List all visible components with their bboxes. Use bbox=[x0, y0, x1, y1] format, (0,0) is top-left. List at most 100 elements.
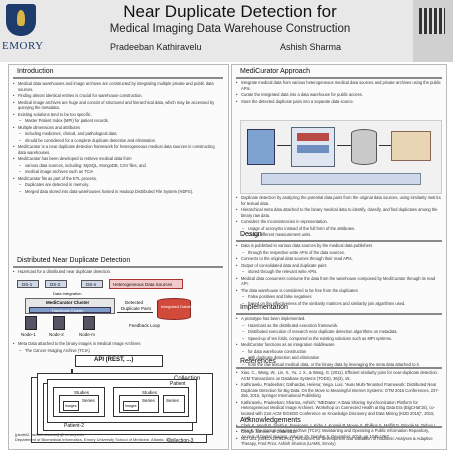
api-box: API (REST, ...) bbox=[75, 355, 163, 367]
list-item: Output of consolidated data and duplicat… bbox=[236, 263, 442, 269]
node-label: Node-2 bbox=[49, 332, 64, 337]
list-item: NCI U01 [U01CA187013-01], Resources for … bbox=[236, 436, 442, 447]
list-item: through the respective write APIs of the… bbox=[236, 250, 442, 256]
list-item: for data warehouse construction bbox=[236, 349, 442, 355]
node-label: Node-m bbox=[79, 332, 96, 337]
author-1: Pradeeban Kathiravelu bbox=[110, 42, 202, 52]
integrated-database-icon: Integrated Database bbox=[157, 298, 197, 320]
poster-subtitle: Medical Imaging Data Warehouse Construct… bbox=[109, 23, 351, 35]
list-item: stored through the relevant write APIs. bbox=[236, 269, 442, 275]
left-column: Introduction Medical data warehouses and… bbox=[8, 64, 229, 450]
list-item: based on the effectiveness of the simila… bbox=[236, 301, 442, 307]
list-item: Store the detected duplicate pairs into … bbox=[236, 99, 442, 105]
list-item: The Cancer Imaging Archive (TCIA) bbox=[13, 348, 223, 354]
list-item: Meta Data attached to the binary images … bbox=[13, 341, 223, 347]
list-item: Multiple dimensions and attributes bbox=[13, 125, 223, 131]
medicurator-cluster-box: MediCurator Cluster Hazelcast Cluster bbox=[25, 298, 115, 314]
list-item: Duplicates are detected in memory. bbox=[13, 182, 223, 188]
arrow-line bbox=[379, 145, 391, 146]
list-item: Medical image archives are huge and cons… bbox=[13, 100, 223, 111]
arrow-line bbox=[337, 145, 351, 146]
list-item: MediCurator is a near duplicate detectio… bbox=[13, 144, 223, 155]
server-node-icon bbox=[53, 316, 65, 330]
hazelcast-cluster-box: Hazelcast Cluster bbox=[29, 307, 111, 313]
list-item: Integrate medical data from various hete… bbox=[236, 80, 442, 91]
list-item: The data warehouse is considered to be f… bbox=[236, 288, 442, 294]
section-title-implementation: Implementation bbox=[240, 304, 288, 311]
list-item: Google Summer of Code 2015 bbox=[236, 429, 442, 435]
list-item: from the raw textual medical data, or th… bbox=[236, 362, 442, 368]
feedback-loop-label: Feedback Loop bbox=[129, 323, 161, 328]
list-item: should be considered for a complete dupl… bbox=[13, 138, 223, 144]
detected-label: Detected bbox=[125, 300, 144, 305]
heterogeneous-sources-label: Heterogeneous Data Sources bbox=[109, 279, 183, 289]
collection-3-label: Collection-3 bbox=[167, 438, 194, 444]
contact-email: {pkathi2, ashish.sharma} @ emory.edu bbox=[15, 432, 84, 437]
list-item: Speed-up of ten folds, compared to the e… bbox=[236, 336, 442, 342]
images-box: Images bbox=[123, 401, 139, 411]
section-rule bbox=[13, 77, 223, 79]
series-box: Series bbox=[163, 395, 185, 413]
implementation-list: A prototype has been implemented.Hazelca… bbox=[236, 316, 442, 368]
list-item: medical image archives such as TCIA bbox=[13, 169, 223, 175]
section-rule bbox=[236, 240, 442, 242]
list-item: Existing solutions tend to be too specif… bbox=[13, 112, 223, 118]
section-title-distributed: Distributed Near Duplicate Detection bbox=[17, 257, 131, 264]
list-item: MediCurator functions as an integration … bbox=[236, 342, 442, 348]
list-item: Hierarchical meta data attached to the b… bbox=[236, 207, 442, 218]
acknowledgements-list: Google Summer of Code 2015NCI U01 [U01CA… bbox=[236, 429, 442, 448]
list-item: Xiao, C., Wang, W., Lin, X., Yu, J. X., … bbox=[236, 370, 442, 381]
section-title-references: References bbox=[240, 358, 276, 365]
list-item: Medical data consumers consume the data … bbox=[236, 276, 442, 287]
contact-info: {pkathi2, ashish.sharma} @ emory.edu Dep… bbox=[15, 432, 225, 442]
list-item: Usage of acronyms instead of the full fo… bbox=[236, 226, 442, 232]
section-rule bbox=[13, 266, 223, 268]
contact-department: Department of Biomedical Informatics, Em… bbox=[15, 437, 173, 443]
list-item: Considers the inconsistencies in represe… bbox=[236, 219, 442, 225]
list-item: False positives and false negatives bbox=[236, 294, 442, 300]
section-rule bbox=[236, 77, 442, 79]
list-item: Master Patient Index (MPI) for patient r… bbox=[13, 118, 223, 124]
list-item: Using different measurement units. bbox=[236, 232, 442, 238]
images-box: Images bbox=[63, 401, 79, 411]
list-item: including medicines, clinical, and patho… bbox=[13, 131, 223, 137]
data-source-box: DS-n bbox=[81, 280, 103, 288]
distributed-list: Hazelcast for a distributed near duplica… bbox=[13, 269, 223, 276]
emory-shield-logo bbox=[6, 4, 36, 36]
author-2: Ashish Sharma bbox=[280, 42, 342, 52]
section-rule bbox=[236, 313, 442, 315]
list-item: with duplicate detection and elimination bbox=[236, 355, 442, 361]
list-item: Duplicate detection by analyzing the pot… bbox=[236, 195, 442, 206]
data-source-box: DS-1 bbox=[17, 280, 39, 288]
list-item: Finding almost identical entries is cruc… bbox=[13, 93, 223, 99]
section-rule bbox=[236, 367, 442, 369]
list-item: Distributed execution of research near d… bbox=[236, 329, 442, 335]
approach-list: Integrate medical data from various hete… bbox=[236, 80, 442, 105]
poster-header: EMORY Near Duplicate Detection for Medic… bbox=[0, 0, 453, 62]
list-item: Kathiravelu, Pradeeban; Sharma, Ashish; … bbox=[236, 400, 442, 422]
duplicate-pairs-label: Duplicate Pairs bbox=[121, 306, 152, 311]
qr-code-icon bbox=[419, 8, 445, 34]
processing-bar bbox=[297, 145, 329, 153]
server-node-icon bbox=[83, 316, 95, 330]
list-item: Hazelcast as the distributed execution f… bbox=[236, 323, 442, 329]
section-title-acknowledgements: Acknowledgements bbox=[240, 417, 301, 424]
collection-hierarchy-diagram: API (REST, ...) Collection Patient-2 Pat… bbox=[27, 355, 217, 449]
section-title-design: Design bbox=[240, 231, 262, 238]
list-item: Merged data stored into data warehouses … bbox=[13, 189, 223, 195]
approach-diagram bbox=[240, 120, 442, 194]
poster-title: Near Duplicate Detection for bbox=[123, 2, 337, 21]
api-layer-bar bbox=[261, 173, 421, 185]
warehouse-db-icon bbox=[351, 129, 377, 165]
data-source-box: DS-2 bbox=[45, 280, 67, 288]
list-item: MediCurator has been developed to retrie… bbox=[13, 156, 223, 162]
list-item: Medical data warehouses and image archiv… bbox=[13, 81, 223, 92]
section-title-approach: MediCurator Approach bbox=[240, 68, 311, 75]
arrow-line bbox=[277, 145, 291, 146]
list-item: Hazelcast for a distributed near duplica… bbox=[13, 269, 223, 275]
right-column: MediCurator Approach Integrate medical d… bbox=[231, 64, 447, 450]
list-item: A prototype has been implemented. bbox=[236, 316, 442, 322]
list-item: MediCurator fits as part of the ETL proc… bbox=[13, 176, 223, 182]
approach-list-continued: Duplicate detection by analyzing the pot… bbox=[236, 195, 442, 239]
node-label: Node-1 bbox=[21, 332, 36, 337]
